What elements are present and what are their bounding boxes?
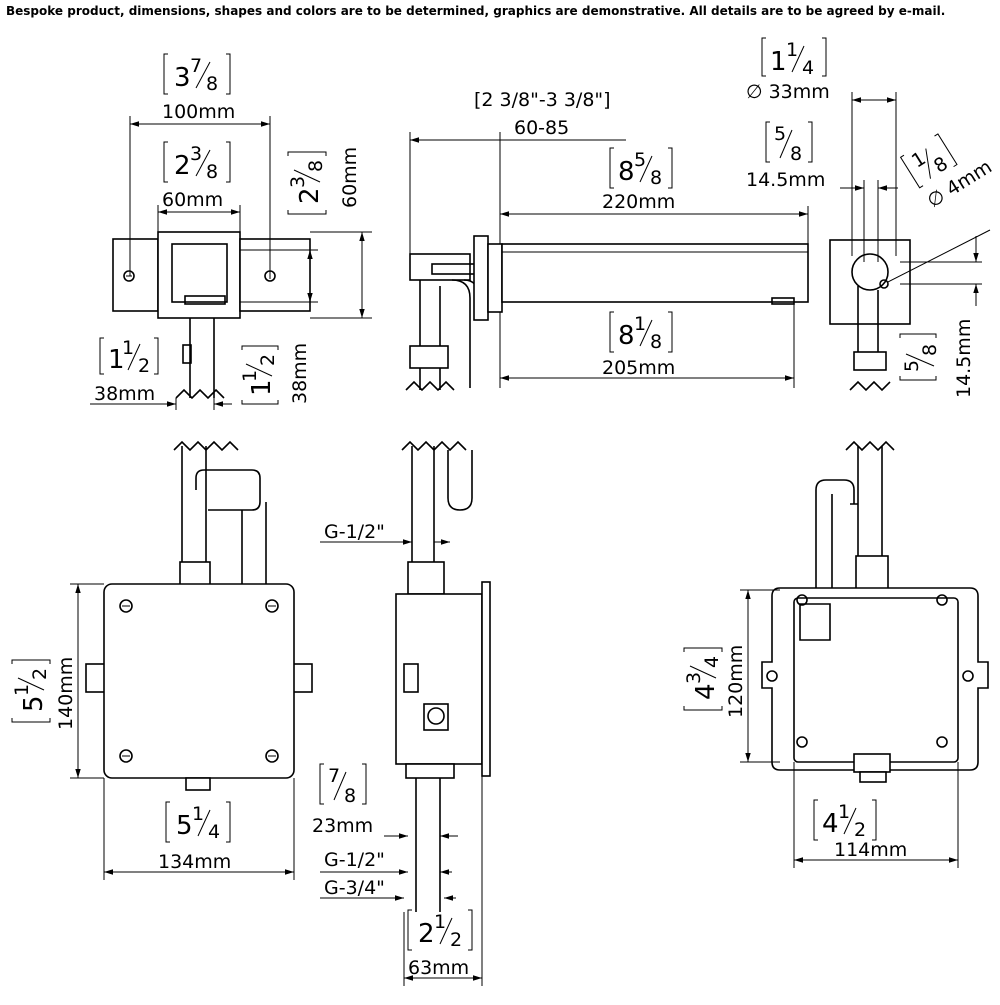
screw-icon [265,749,279,763]
dimension-label: 4 [701,656,723,668]
dimension-label: 3 [190,143,202,165]
dimension-label: 8 [930,153,952,178]
dimension-label: 8 [919,344,941,356]
dimension-label: 1 [239,370,261,382]
dimension-label: 8 [650,167,662,189]
box-front-view: 5 1 2 140mm 5 1 4 134mm [11,440,313,880]
dimension-label: 2 [418,919,435,949]
dimension-label: 4 [802,57,814,79]
dimension-label: 8 [305,160,327,172]
screw-icon [119,749,133,763]
thread-label: G-1/2" [324,521,385,543]
screw-icon [962,670,974,682]
dimension-label: 8 [206,73,218,95]
dimension-label: 5 [176,811,193,841]
screw-icon [119,599,133,613]
dimension-label: 140mm [55,657,77,730]
dimension-label: 100mm [162,101,235,123]
dimension-label: 1 [122,337,134,359]
dimension-label: 120mm [725,645,747,718]
screw-icon [936,736,948,748]
dimension-label: 60-85 [514,117,569,139]
dimension-label: 63mm [408,957,469,979]
box-back-view: 4 3 4 120mm 4 1 2 114mm [683,440,989,868]
thread-label: G-3/4" [324,877,385,899]
spout-side-view: [2 3/8"-3 3/8"] 60-85 8 5 8 220mm 8 1 8 … [405,89,809,392]
screw-icon [796,594,808,606]
screw-icon [123,270,135,282]
dimension-label: [2 3/8"-3 3/8"] [474,89,611,111]
screw-icon [796,736,808,748]
dimension-label: 4 [691,683,721,700]
dimension-label: 5 [19,695,49,712]
screw-icon [265,599,279,613]
dimension-label: 2 [295,187,325,204]
dimension-label: 5 [774,123,786,145]
dimension-label: 5 [634,149,646,171]
box-side-view: G-1/2" 7 8 23mm G-1/2" G-3/4" 2 1 2 63mm [312,440,491,986]
dimension-label: 60mm [162,189,223,211]
dimension-label: 1 [108,345,125,375]
dimension-label: 1 [838,801,850,823]
dimension-label: 14.5mm [953,319,975,398]
dimension-label: ∅ 33mm [746,81,830,103]
dimension-label: 3 [683,672,705,684]
dimension-label: 2 [174,151,191,181]
dimension-label: 1 [192,803,204,825]
top-left-plan-view: 3 7 8 100mm 2 3 8 60mm 2 3 8 60mm 1 1 [90,53,372,410]
thread-label: G-1/2" [324,849,385,871]
dimension-label: 1 [11,684,33,696]
dimension-label: 38mm [289,343,311,404]
dimension-label: 2 [257,354,279,366]
disclaimer-note: Bespoke product, dimensions, shapes and … [6,4,946,18]
dimension-label: 4 [208,821,220,843]
dimension-label: 60mm [339,147,361,208]
dimension-label: 2 [450,929,462,951]
dimension-label: 4 [822,809,839,839]
dimension-label: 5 [901,360,923,372]
dimension-label: 8 [206,161,218,183]
dimension-label: 23mm [312,815,373,837]
screw-icon [936,594,948,606]
dimension-label: 1 [786,39,798,61]
dimension-label: 1 [634,313,646,335]
dimension-label: 3 [174,63,191,93]
dimension-label: 2 [138,355,150,377]
dimension-label: 205mm [602,357,675,379]
dimension-label: 8 [790,143,802,165]
dimension-label: 8 [650,331,662,353]
dimension-label: 7 [190,55,202,77]
dimension-label: 2 [854,819,866,841]
dimension-label: 8 [618,157,635,187]
dimension-label: 7 [328,765,340,787]
dimension-label: 1 [247,379,277,396]
dimension-label: 2 [29,668,51,680]
dimension-label: 8 [618,321,635,351]
screw-icon [766,670,778,682]
dimension-label: 134mm [158,851,231,873]
dimension-label: 8 [344,785,356,807]
dimension-label: 38mm [94,383,155,405]
dimension-label: 14.5mm [746,169,825,191]
dimension-label: 114mm [834,839,907,861]
spout-end-view: 1 1 4 ∅ 33mm 5 8 14.5mm 1 8 ∅ 4mm 5 8 [746,37,996,398]
dimension-label: 1 [770,47,787,77]
dimension-label: 1 [434,911,446,933]
dimension-label: 3 [287,176,309,188]
dimension-label: 220mm [602,191,675,213]
